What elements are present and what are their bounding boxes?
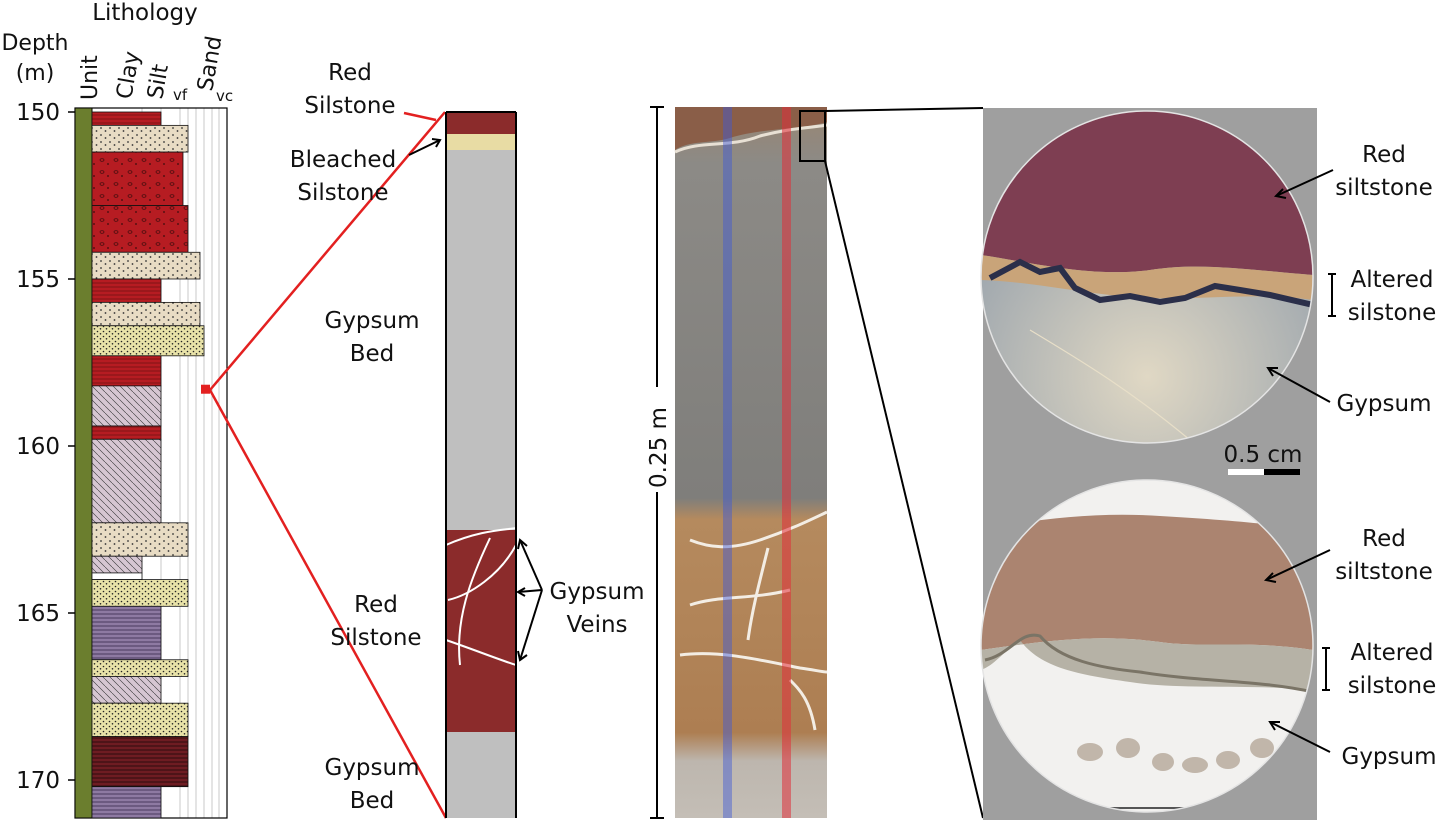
ts1-red-label-2: siltstone — [1335, 175, 1433, 201]
unit-column-label: Unit — [78, 55, 103, 100]
ts1-altered-label-2: silstone — [1348, 300, 1437, 326]
depth-tick-label: 165 — [16, 601, 60, 627]
unit-column — [74, 107, 93, 819]
depth-axis: 150 155 160 165 170 — [16, 100, 75, 794]
ts1-gypsum-label: Gypsum — [1337, 391, 1432, 417]
ts2-gypsum-label: Gypsum — [1342, 744, 1437, 770]
log-bed-white — [91, 572, 143, 580]
scale-bar-white — [1228, 469, 1264, 475]
depth-tick-label: 150 — [16, 100, 60, 126]
label-red-silstone-top-2: Silstone — [304, 93, 395, 119]
depth-label-line2: (m) — [16, 61, 55, 86]
depth-label-line1: Depth — [1, 31, 68, 56]
grain-label-clay: Clay — [112, 49, 145, 101]
core-photo: 0.25 m — [646, 106, 984, 819]
thin-section-upper — [981, 111, 1313, 443]
ts2-altered-label-1: Altered — [1351, 640, 1434, 666]
label-bleached-1: Bleached — [290, 147, 396, 173]
depth-tick-label: 160 — [16, 434, 60, 460]
thin-section-panel: 0.5 cm — [980, 108, 1317, 820]
thin-section-labels: Red siltstone Altered silstone Gypsum Re… — [1263, 142, 1437, 770]
log-bed-purple-lam — [91, 605, 162, 661]
label-red-silstone-top-1: Red — [328, 60, 372, 86]
scale-bar-black — [1264, 469, 1300, 475]
log-bed-tan-sand — [91, 124, 189, 153]
link-top-pointer — [403, 111, 437, 122]
link-upper — [209, 111, 446, 391]
label-red-silstone-mid-1: Red — [354, 592, 398, 618]
label-gypsum-veins-2: Veins — [566, 612, 627, 638]
label-gypsum-bed-lower-1: Gypsum — [325, 755, 420, 781]
grain-label-vc: vc — [216, 87, 233, 105]
core-contact-white — [674, 123, 828, 154]
log-bed-red-sand — [91, 205, 189, 253]
schematic-veins — [445, 527, 517, 666]
lithology-title: Lithology — [92, 0, 198, 26]
label-bleached-2: Silstone — [297, 180, 388, 206]
sample-depth-marker — [201, 384, 210, 394]
log-bed-red-silt — [91, 111, 162, 126]
log-bed-lilac-hatch — [91, 676, 162, 704]
thin-section-scale-label: 0.5 cm — [1224, 442, 1303, 468]
core-scale-bar — [650, 106, 664, 819]
grain-label-sand: Sand — [193, 34, 227, 93]
schematic-column: Red Silstone Bleached Silstone Gypsum Be… — [290, 60, 645, 818]
schematic-red-top — [446, 112, 516, 134]
label-gypsum-bed-upper-1: Gypsum — [325, 308, 420, 334]
label-gypsum-bed-upper-2: Bed — [350, 341, 395, 367]
link-lines — [208, 111, 448, 819]
log-bed-tan-sand — [91, 251, 201, 280]
core-scale-label: 0.25 m — [646, 407, 672, 488]
log-bed-tan-sand — [91, 522, 189, 557]
log-bed-yellow-sand — [91, 702, 189, 737]
log-bed-yellow-sand — [91, 659, 189, 677]
log-bed-red-sand — [91, 151, 184, 206]
log-bed-lilac-hatch — [91, 438, 162, 524]
ts1-altered-label-1: Altered — [1351, 267, 1434, 293]
core-red-line — [782, 107, 791, 818]
grain-label-silt: Silt — [143, 62, 174, 101]
log-bed-lilac-hatch — [91, 385, 162, 427]
ts2-red-label-2: siltstone — [1335, 559, 1433, 585]
ts2-altered-label-2: silstone — [1348, 673, 1437, 699]
core-zoom-box — [799, 110, 826, 162]
label-red-silstone-mid-2: Silstone — [330, 625, 421, 651]
core-blue-line — [723, 107, 732, 818]
zoom-lines — [824, 107, 984, 819]
grain-label-vf: vf — [173, 86, 188, 104]
log-bed-tan-sand — [91, 301, 201, 327]
ts1-red-label-1: Red — [1362, 142, 1406, 168]
depth-tick-label: 170 — [16, 768, 60, 794]
ts2-red-label-1: Red — [1362, 526, 1406, 552]
lithology-log: Lithology Depth (m) Unit Clay Silt Sand … — [1, 0, 233, 819]
thin-section-lower-outline — [980, 479, 1314, 813]
log-bed-yellow-sand — [91, 325, 205, 357]
log-bed-red-silt — [91, 278, 162, 303]
link-lower — [208, 389, 448, 819]
thin-section-upper-outline — [980, 110, 1314, 444]
log-bed-maroon-lam — [91, 736, 189, 788]
core-photo-image — [675, 107, 827, 818]
core-gypsum-veins — [679, 510, 828, 731]
log-bed-red-silt — [91, 355, 162, 387]
label-gypsum-bed-lower-2: Bed — [350, 788, 395, 814]
log-bed-red-silt — [91, 425, 162, 440]
log-bed-purple-lam — [91, 786, 162, 819]
thin-section-arrows — [1263, 169, 1336, 753]
depth-tick-label: 155 — [16, 267, 60, 293]
thin-section-lower — [981, 480, 1313, 812]
schematic-arrows — [408, 138, 543, 662]
log-beds — [91, 111, 205, 819]
label-gypsum-veins-1: Gypsum — [550, 579, 645, 605]
log-bed-yellow-sand — [91, 579, 189, 607]
schematic-bleached — [446, 134, 516, 150]
log-bed-lilac-hatch — [91, 555, 143, 574]
